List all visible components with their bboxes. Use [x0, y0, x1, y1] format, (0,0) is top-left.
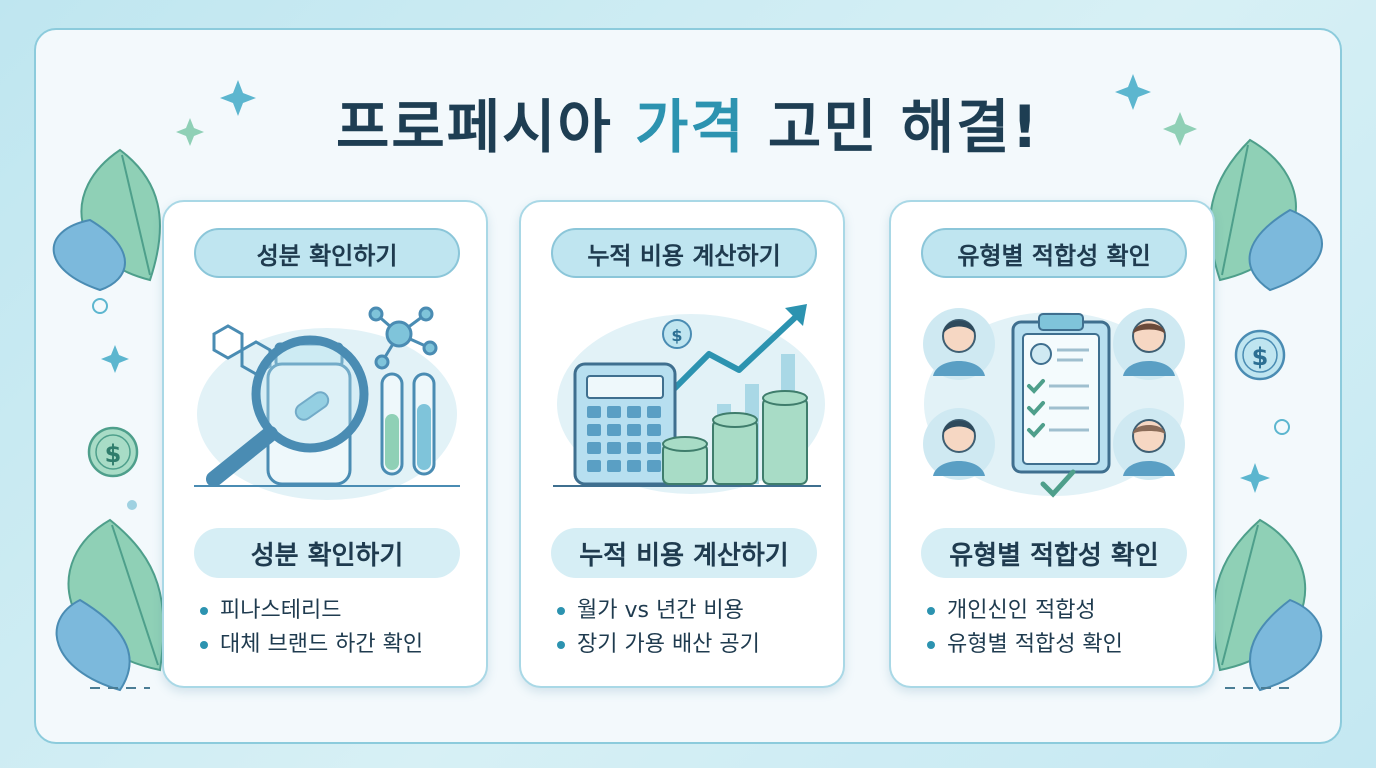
magnifier-pill-bottle-illustration [194, 306, 460, 500]
svg-text:$: $ [671, 326, 682, 345]
svg-text:$: $ [105, 440, 122, 468]
list-item: 장기 가용 배산 공기 [557, 628, 760, 662]
leaf-icon-left-bottom [55, 518, 165, 692]
clipboard-checklist-icon [1011, 313, 1111, 474]
card-bullet-list: 개인신인 적합성 유형별 적합성 확인 [927, 594, 1123, 662]
card-bullet-list: 월가 vs 년간 비용 장기 가용 배산 공기 [557, 594, 760, 662]
card-pill-label: 누적 비용 계산하기 [551, 228, 817, 278]
card-type-suitability: 유형별 적합성 확인 [889, 200, 1215, 688]
coin-icon-small: $ [662, 319, 692, 349]
list-item: 유형별 적합성 확인 [927, 628, 1123, 662]
leaf-icon-left-top [52, 148, 161, 292]
sparkle-icons [101, 74, 1270, 493]
title-highlight: 가격 [634, 93, 746, 161]
leaf-icon-right-top [1209, 138, 1323, 292]
person-avatar-icon [923, 408, 995, 480]
list-item: 월가 vs 년간 비용 [557, 594, 760, 628]
dollar-coin-icon-left: $ [87, 426, 139, 478]
person-avatar-icon [1113, 408, 1185, 480]
arrow-up-icon [785, 304, 807, 326]
list-item: 피나스테리드 [200, 594, 423, 628]
people-checklist-illustration [923, 308, 1185, 498]
coin-stack-icon [662, 390, 808, 485]
card-subtitle: 유형별 적합성 확인 [921, 528, 1187, 578]
dollar-coin-icon-right: $ [1234, 329, 1286, 381]
magnifier-icon [206, 335, 369, 487]
leaf-icon-right-bottom [1212, 518, 1323, 692]
test-tube-icon [380, 372, 436, 476]
card-cumulative-cost: 누적 비용 계산하기 $ 누적 비용 계산하기 [519, 200, 845, 688]
card-subtitle: 누적 비용 계산하기 [551, 528, 817, 578]
card-subtitle: 성분 확인하기 [194, 528, 460, 578]
atom-icon [368, 306, 438, 370]
calculator-coins-chart-illustration: $ [553, 304, 825, 494]
card-bullet-list: 피나스테리드 대체 브랜드 하간 확인 [200, 594, 423, 662]
card-pill-label: 유형별 적합성 확인 [921, 228, 1187, 278]
card-pill-label: 성분 확인하기 [194, 228, 460, 278]
check-icon [1040, 469, 1076, 498]
pill-bottle-icon [266, 342, 352, 486]
list-item: 대체 브랜드 하간 확인 [200, 628, 423, 662]
person-avatar-icon [923, 308, 995, 380]
svg-text:$: $ [1252, 343, 1269, 371]
list-item: 개인신인 적합성 [927, 594, 1123, 628]
person-avatar-icon [1113, 308, 1185, 380]
page-title: 프로페시아 가격 고민 해결! [335, 93, 1040, 161]
molecule-icon [212, 324, 272, 376]
card-ingredients: 성분 확인하기 성분 확인하기 피나스테리드 대체 브랜드 하간 확인 [162, 200, 488, 688]
calculator-icon [573, 362, 677, 486]
